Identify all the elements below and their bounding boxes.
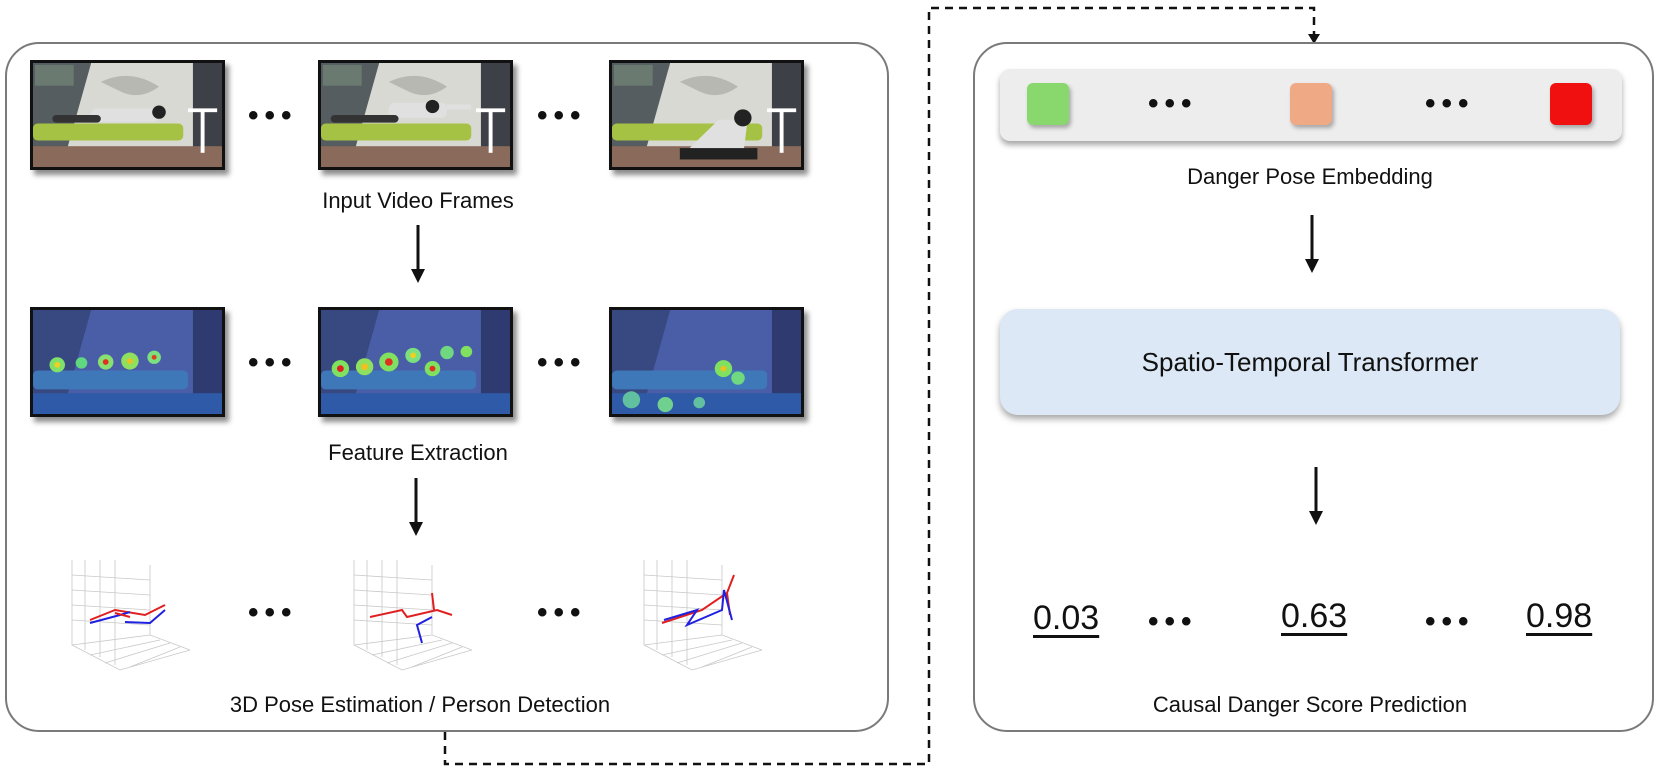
input-frame-3 [609, 60, 804, 170]
pose-plot-3 [643, 560, 763, 671]
ellipsis: ••• [1148, 605, 1198, 638]
down-arrow [409, 478, 423, 536]
ellipsis: ••• [1148, 87, 1198, 120]
input-frame-1 [30, 60, 225, 170]
down-arrow [411, 225, 425, 283]
input-frame-2 [318, 60, 513, 170]
ellipsis: ••• [248, 596, 298, 629]
pose-plot-2 [353, 560, 473, 671]
ellipsis: ••• [1425, 87, 1475, 120]
feature-frame-2 [318, 307, 513, 417]
spatio-temporal-transformer-block: Spatio-Temporal Transformer [1000, 309, 1620, 415]
input-frames-label: Input Video Frames [322, 188, 514, 213]
embedding-token-mid [1290, 83, 1332, 125]
ellipsis: ••• [537, 596, 587, 629]
feature-frame-1 [30, 307, 225, 417]
danger-score-3: 0.98 [1526, 597, 1593, 635]
ellipsis: ••• [537, 99, 587, 132]
pose-estimation-label: 3D Pose Estimation / Person Detection [229, 692, 611, 717]
danger-pose-embedding-bar: ••• ••• [1000, 69, 1622, 141]
down-arrow [1309, 467, 1323, 525]
causal-danger-score-label: Causal Danger Score Prediction [1152, 692, 1468, 717]
feature-frame-3 [609, 307, 804, 417]
ellipsis: ••• [248, 99, 298, 132]
ellipsis: ••• [537, 346, 587, 379]
ellipsis: ••• [248, 346, 298, 379]
danger-pose-embedding-label: Danger Pose Embedding [1187, 164, 1433, 189]
feature-extraction-label: Feature Extraction [328, 440, 508, 465]
embedding-token-low [1027, 83, 1069, 125]
ellipsis: ••• [1425, 605, 1475, 638]
danger-score-2: 0.63 [1281, 597, 1348, 635]
danger-score-1: 0.03 [1033, 599, 1100, 637]
embedding-token-high [1550, 83, 1592, 125]
pose-plot-1 [71, 560, 191, 671]
down-arrow [1305, 215, 1319, 273]
